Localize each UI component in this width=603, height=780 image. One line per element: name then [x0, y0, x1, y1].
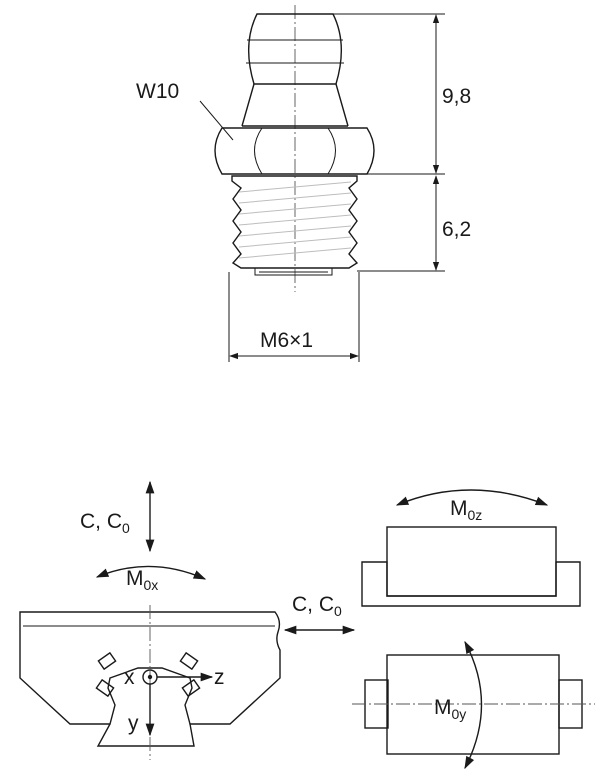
moment-x-label: M0x: [126, 567, 158, 593]
nipple-thread: [231, 175, 359, 276]
w10-leader: [199, 100, 234, 141]
moment-y-label: M0y: [434, 696, 466, 722]
carriage-cross-section: [19, 605, 281, 760]
side-view: [361, 526, 581, 607]
height-dimension: 9,8: [333, 13, 471, 175]
vertical-force-label: C, C0: [80, 510, 130, 536]
rail-profile: [96, 723, 195, 747]
top-view: [352, 654, 595, 755]
thread-length-label: 6,2: [442, 218, 471, 241]
axis-x-label: x: [124, 666, 135, 689]
height-label: 9,8: [442, 85, 471, 108]
load-directions-diagram: C, C0 M0x x z y C, C0: [19, 480, 595, 770]
thread-diameter-dimension: M6×1: [228, 272, 360, 362]
wrench-size-label: W10: [136, 80, 179, 103]
moment-y-arc: [464, 640, 483, 770]
moment-x-arc: [95, 565, 207, 580]
moment-z-arc: [395, 489, 549, 506]
moment-z-label: M0z: [450, 497, 482, 523]
thread-size-label: M6×1: [260, 329, 313, 352]
nipple-neck: [241, 83, 349, 127]
grease-nipple-drawing: W10 9,8 6,2 M6×1: [136, 5, 471, 362]
axis-y-label: y: [128, 712, 139, 735]
nipple-hex: [214, 127, 375, 175]
thread-length-dimension: 6,2: [357, 175, 471, 272]
axis-z-label: z: [214, 666, 225, 689]
horizontal-force-label: C, C0: [292, 593, 342, 619]
